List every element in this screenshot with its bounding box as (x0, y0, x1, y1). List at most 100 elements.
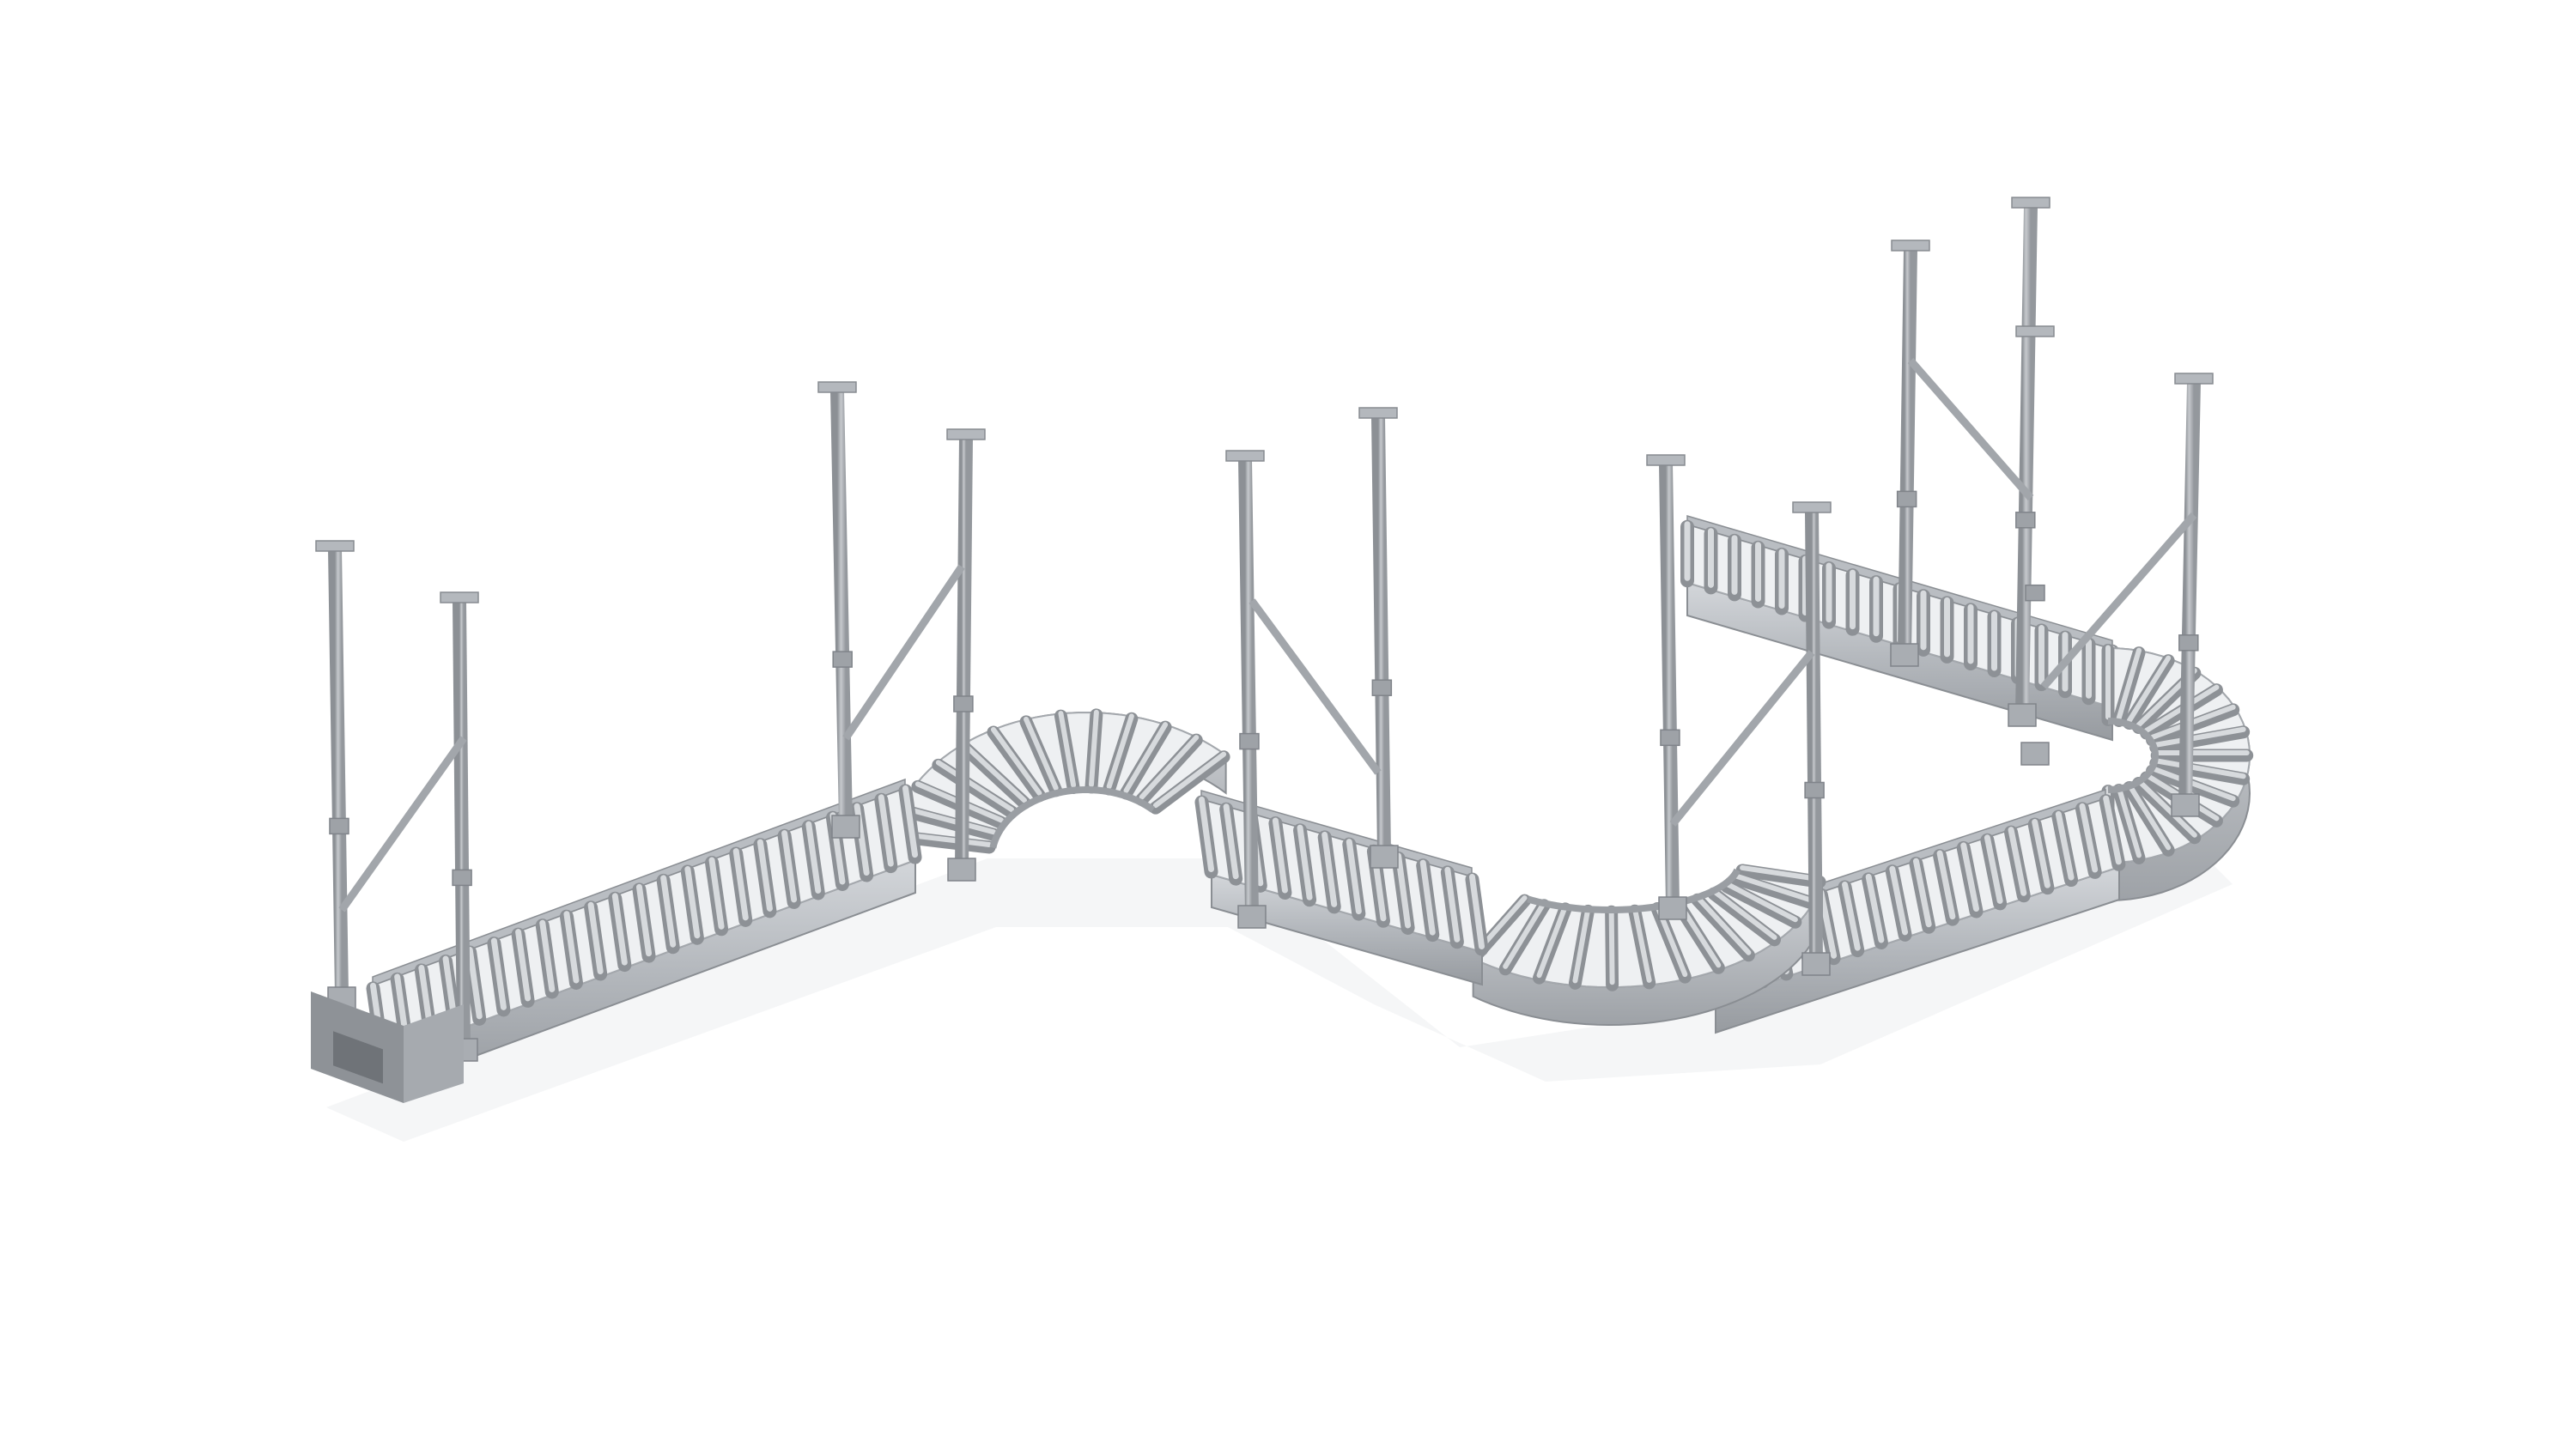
ceiling-plate (1792, 501, 1832, 513)
roller-highlight (1272, 817, 1288, 894)
roller-highlight (935, 760, 1015, 812)
roller-highlight (1889, 865, 1909, 936)
curve-inner-lip (1527, 868, 1741, 914)
roller-highlight (1152, 751, 1227, 809)
diagonal-brace (1669, 650, 1815, 827)
ceiling-hanger (1646, 454, 1687, 920)
roller-highlight (2103, 795, 2122, 865)
hanger-rod (1238, 458, 1259, 915)
ceiling-plate (946, 428, 986, 440)
ceiling-hanger (1890, 239, 1930, 667)
ceiling-plate (2015, 325, 2055, 337)
mount-bracket (1370, 845, 1399, 869)
roller-highlight (490, 937, 507, 1010)
roller-highlight (611, 893, 628, 966)
roller-highlight (1024, 716, 1059, 791)
roller-highlight (1984, 834, 2003, 904)
mount-bracket (2171, 793, 2200, 817)
roller-highlight (1536, 903, 1568, 979)
ceiling-hanger (1225, 450, 1267, 929)
rod-clamp (1804, 781, 1825, 799)
roller-highlight (2116, 647, 2142, 721)
roller-highlight (2136, 778, 2197, 838)
roller-highlight (539, 919, 556, 992)
roller-highlight (1123, 722, 1169, 793)
roller-highlight (660, 875, 677, 948)
hanger-rod (2178, 381, 2201, 803)
mount-bracket (2020, 742, 2050, 766)
roller-highlight (1419, 859, 1436, 936)
roller-highlight (1395, 852, 1412, 929)
roller-highlight (563, 911, 580, 984)
diagonal-brace (2040, 512, 2197, 689)
mount-bracket (1658, 896, 1687, 920)
ceiling-plate (2174, 373, 2214, 385)
roller-highlight (1842, 881, 1861, 951)
curve-inner-lip (989, 786, 1156, 849)
roller-highlight (1198, 797, 1215, 872)
rod-clamp (953, 695, 974, 712)
ceiling-hanger (817, 381, 860, 839)
mount-bracket (947, 858, 976, 882)
roller-highlight (1740, 864, 1822, 882)
roller-highlight (466, 947, 483, 1020)
rod-clamp (1371, 679, 1393, 696)
curve-inner-lip (2107, 718, 2160, 793)
roller-highlight (708, 857, 725, 930)
roller-highlight (2079, 803, 2099, 873)
ceiling-hanger (1358, 407, 1399, 869)
roller-highlight (2149, 766, 2236, 802)
roller-highlight (1139, 735, 1200, 800)
roller-highlight (2153, 726, 2246, 748)
roller-highlight (1106, 713, 1134, 790)
roller-highlight (1734, 873, 1814, 903)
rod-clamp (832, 651, 853, 668)
mount-bracket (1237, 905, 1267, 929)
ceiling-hanger (1792, 501, 1832, 976)
roller-highlight (1818, 889, 1838, 959)
mount-bracket (1801, 952, 1831, 976)
rod-clamp (1896, 490, 1917, 508)
hanger-rod (2015, 205, 2038, 713)
roller-highlight (902, 785, 919, 858)
rod-clamp (1239, 732, 1260, 750)
rod-clamp (1660, 729, 1680, 747)
roller-highlight (1608, 906, 1615, 985)
roller-highlight (1058, 711, 1077, 788)
roller-highlight (2126, 655, 2172, 724)
roller-highlight (1223, 803, 1239, 880)
roller-highlight (1724, 881, 1798, 923)
ceiling-plate (2011, 197, 2050, 209)
roller-highlight (2008, 827, 2027, 896)
roller-highlight (1960, 842, 1979, 912)
hanger-rod (955, 437, 973, 868)
hanger-rod (1898, 248, 1917, 653)
roller-highlight (1503, 900, 1547, 969)
roller-highlight (1694, 894, 1752, 955)
ceiling-plate (440, 591, 479, 603)
rod-clamp (452, 869, 472, 887)
straight-section-left (366, 778, 922, 1092)
ceiling-hanger (946, 428, 986, 882)
roller-highlight (1912, 858, 1932, 928)
ceiling-hanger (2171, 373, 2214, 817)
ceiling-hanger (315, 540, 356, 1010)
roller-highlight (1865, 873, 1885, 943)
roller-highlight (635, 883, 653, 957)
roller-highlight (2055, 810, 2075, 881)
roller-highlight (1444, 866, 1461, 943)
roller-highlight (2126, 782, 2172, 851)
roller-highlight (2153, 758, 2246, 779)
roller-highlight (756, 839, 773, 912)
drive-motor-box (311, 991, 464, 1103)
rod-clamp (2178, 634, 2199, 652)
ceiling-plate (1646, 454, 1686, 466)
roller-highlight (1321, 831, 1338, 907)
ceiling-hanger (2015, 325, 2055, 766)
hanger-rod (1659, 463, 1680, 906)
mount-bracket (1890, 643, 1919, 667)
curve-section-left (887, 708, 1230, 874)
hanger-rod (328, 549, 349, 997)
hanger-rod (1371, 415, 1391, 855)
curve-section-middle (1468, 864, 1826, 1027)
